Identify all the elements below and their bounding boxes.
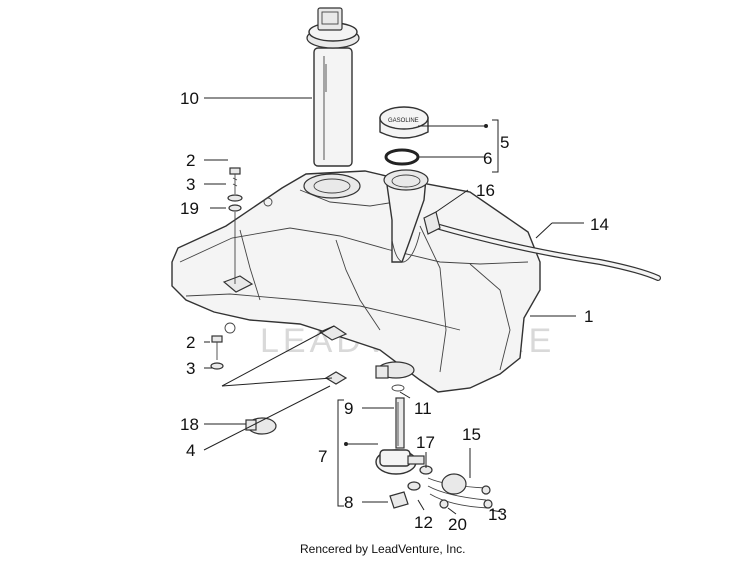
fitting-12 [407, 481, 421, 491]
callout-8: 8 [344, 493, 353, 512]
callout-6: 6 [483, 149, 492, 168]
bushing-4 [324, 371, 348, 385]
hose-clip-16 [423, 211, 441, 235]
callout-16: 16 [476, 181, 495, 200]
callout-14: 14 [590, 215, 609, 234]
callout-3: 3 [186, 175, 195, 194]
callout-2-lower: 2 [186, 333, 195, 352]
callout-20: 20 [448, 515, 467, 534]
washer-lower [210, 362, 224, 370]
washer-upper [227, 194, 243, 202]
bolt-lower [211, 335, 223, 360]
callout-11: 11 [414, 399, 432, 418]
callout-4: 4 [186, 441, 195, 460]
svg-text:GASOLINE: GASOLINE [388, 118, 419, 124]
leader-lines [203, 97, 584, 515]
gas-cap: GASOLINE [379, 106, 429, 139]
callout-5: 5 [500, 133, 509, 152]
bushing-8 [389, 491, 409, 509]
clip-20 [439, 499, 449, 509]
hose-clamp-15 [441, 473, 467, 495]
fuel-sender-unit [306, 7, 360, 167]
grommet-19 [228, 204, 242, 212]
callout-12: 12 [414, 513, 433, 532]
callout-15: 15 [462, 425, 481, 444]
callout-10: 10 [180, 89, 199, 108]
filler-neck [383, 169, 429, 263]
footer-credit: Rencered by LeadVenture, Inc. [300, 542, 465, 556]
callout-19: 19 [180, 199, 199, 218]
fuel-shutoff-valve [375, 397, 425, 475]
hose-clamp-11 [375, 361, 415, 379]
callout-2: 2 [186, 151, 195, 170]
callout-1: 1 [584, 307, 593, 326]
fuel-tank [171, 170, 541, 393]
callout-17: 17 [416, 433, 435, 452]
callout-13: 13 [488, 505, 507, 524]
sender-opening [303, 173, 361, 199]
callout-7: 7 [318, 447, 327, 466]
clamp-18 [245, 417, 277, 435]
bolt-upper [229, 167, 241, 194]
callout-18: 18 [180, 415, 199, 434]
o-ring [384, 148, 420, 166]
callout-3-lower: 3 [186, 359, 195, 378]
callout-9: 9 [344, 399, 353, 418]
